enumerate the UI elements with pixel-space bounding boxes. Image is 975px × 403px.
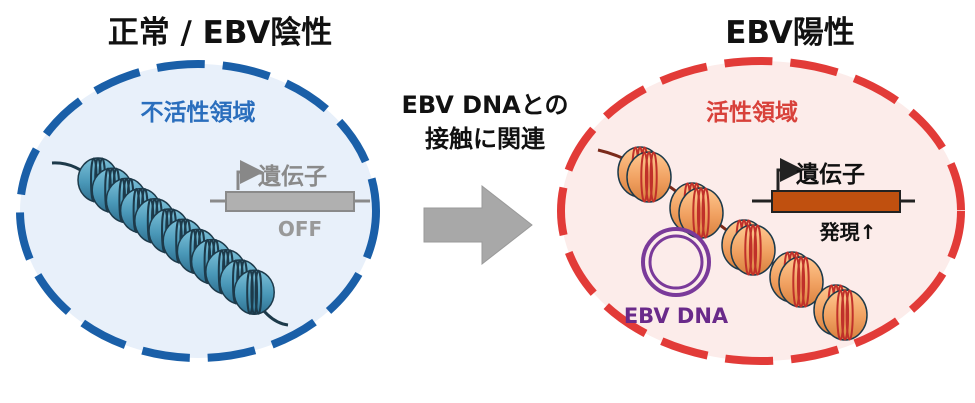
promoter-arrow-icon	[236, 160, 264, 190]
ebv-episome-inner-ring	[648, 234, 704, 290]
nucleosome-orange	[822, 289, 868, 341]
nucleosome-orange	[626, 151, 672, 203]
inactive-nucleus-boundary	[16, 60, 380, 362]
ebv-episome-outer-ring	[641, 227, 711, 297]
nucleosome-blue	[233, 269, 275, 315]
left-panel-title: 正常 / EBV陰性	[107, 15, 333, 51]
inactive-region-label: 不活性領域	[141, 99, 256, 126]
inactive-gene: 遺伝子 OFF	[210, 160, 370, 241]
active-gene: 遺伝子 発現↑	[752, 158, 915, 244]
right-panel-title: EBV陽性	[725, 15, 855, 51]
gene-body-off	[225, 191, 355, 212]
expression-up-label: 発現↑	[819, 220, 877, 244]
transition-label: EBV DNAとの 接触に関連	[350, 88, 620, 156]
transition-arrow-icon	[423, 184, 533, 266]
transition-label-line2: 接触に関連	[425, 125, 545, 153]
compact-chromatin	[51, 157, 289, 327]
gene-label-left: 遺伝子	[258, 164, 327, 190]
active-region-label: 活性領域	[706, 99, 798, 126]
inactive-nucleus	[16, 60, 380, 362]
ebv-episome: EBV DNA	[624, 227, 729, 328]
gene-body-on	[771, 190, 901, 213]
nucleosome-orange	[730, 224, 776, 276]
active-nucleus	[557, 57, 965, 365]
gene-label-right: 遺伝子	[796, 162, 865, 188]
nucleosome-orange	[678, 187, 724, 239]
nucleosome-orange	[778, 256, 824, 308]
promoter-arrow-icon-active	[776, 158, 804, 190]
open-chromatin	[597, 146, 868, 341]
nucleosomes-orange	[617, 146, 868, 341]
active-nucleus-boundary	[557, 57, 965, 365]
gene-state-off: OFF	[278, 217, 322, 241]
transition-label-line1: EBV DNAとの	[401, 91, 569, 119]
nucleosome-stack-blue	[77, 157, 275, 315]
ebv-dna-label: EBV DNA	[624, 304, 729, 328]
